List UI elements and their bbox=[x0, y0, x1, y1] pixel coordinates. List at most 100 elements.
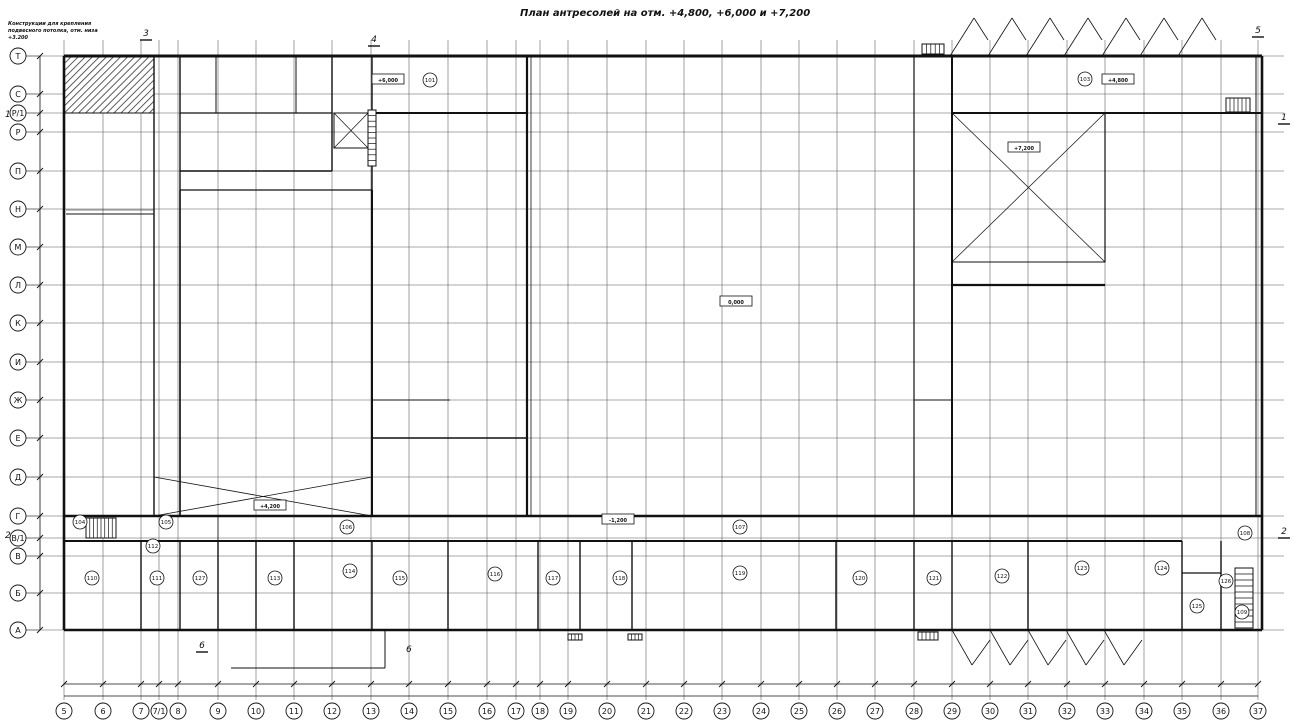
dimension-tick bbox=[1140, 680, 1148, 688]
wall-line bbox=[153, 476, 373, 517]
section-label: 2 bbox=[5, 531, 11, 541]
axis-bubble bbox=[507, 702, 525, 720]
row-axis-marker: Р/1 bbox=[9, 104, 40, 122]
row-axis-label: Г bbox=[16, 512, 21, 521]
row-axis-label: Н bbox=[15, 205, 21, 214]
room-tag-circle bbox=[267, 570, 283, 586]
room-tag-circle bbox=[612, 570, 628, 586]
axis-bubble bbox=[713, 702, 731, 720]
dimension-tick bbox=[1178, 680, 1186, 688]
canopy-rib bbox=[1201, 17, 1217, 41]
row-axis-label: В/1 bbox=[11, 534, 24, 543]
col-axis-marker: 27 bbox=[866, 702, 884, 720]
section-mark: 5 bbox=[1252, 26, 1264, 38]
room-tag-circle bbox=[422, 72, 438, 88]
room-tag: 122 bbox=[994, 568, 1010, 584]
room-tag: 114 bbox=[342, 563, 358, 579]
room-tag: 115 bbox=[392, 570, 408, 586]
col-axis-label: 35 bbox=[1177, 707, 1187, 716]
room-tag: 113 bbox=[267, 570, 283, 586]
col-axis-label: 14 bbox=[404, 707, 414, 716]
col-axis-label: 18 bbox=[535, 707, 545, 716]
room-tag-circle bbox=[192, 570, 208, 586]
dimension-tick bbox=[833, 680, 841, 688]
dimension-tick bbox=[680, 680, 688, 688]
axis-bubble bbox=[752, 702, 770, 720]
col-axis-label: 5 bbox=[61, 707, 66, 716]
room-number: 121 bbox=[929, 576, 940, 582]
axis-bubble bbox=[905, 702, 923, 720]
canopy-rib bbox=[971, 639, 991, 666]
axis-bubble bbox=[169, 702, 187, 720]
col-axis-label: 10 bbox=[251, 707, 261, 716]
hatched-ceiling-area bbox=[63, 55, 155, 114]
room-number: 109 bbox=[1237, 610, 1248, 616]
room-tag: 112 bbox=[145, 538, 161, 554]
axis-bubble bbox=[209, 702, 227, 720]
row-axis-label: Б bbox=[15, 589, 21, 598]
col-axis-label: 23 bbox=[717, 707, 727, 716]
dimension-tick bbox=[1063, 680, 1071, 688]
row-axis-marker: Е bbox=[9, 429, 40, 447]
dimension-tick bbox=[290, 680, 298, 688]
row-axis-marker: Л bbox=[9, 276, 40, 294]
section-label: 2 bbox=[1281, 527, 1287, 537]
col-axis-marker: 33 bbox=[1096, 702, 1114, 720]
canopy-rib bbox=[973, 17, 989, 41]
col-axis-marker: 17 bbox=[507, 702, 525, 720]
col-axis-label: 28 bbox=[909, 707, 919, 716]
room-number: 117 bbox=[548, 576, 559, 582]
axis-bubble bbox=[559, 702, 577, 720]
dimension-tick bbox=[137, 680, 145, 688]
row-axis-marker: К bbox=[9, 314, 40, 332]
dimension-tick bbox=[214, 680, 222, 688]
dimension-tick bbox=[483, 680, 491, 688]
room-number: 123 bbox=[1077, 566, 1088, 572]
room-number: 110 bbox=[87, 576, 98, 582]
room-tag: 107 bbox=[732, 519, 748, 535]
axis-bubble bbox=[981, 702, 999, 720]
row-axis-label: М bbox=[15, 243, 22, 252]
col-axis-label: 11 bbox=[289, 707, 299, 716]
room-number: 101 bbox=[425, 78, 436, 84]
room-tag-circle bbox=[487, 566, 503, 582]
canopy-rib bbox=[1085, 639, 1105, 666]
room-number: 125 bbox=[1192, 604, 1203, 610]
room-tag-circle bbox=[1218, 573, 1234, 589]
col-axis-marker: 22 bbox=[675, 702, 693, 720]
grid-lines bbox=[40, 40, 1284, 700]
dimension-tick bbox=[910, 680, 918, 688]
room-tag-circle bbox=[158, 514, 174, 530]
room-number: 108 bbox=[1240, 531, 1251, 537]
elevation-value: -1,200 bbox=[609, 518, 627, 524]
stair-101 bbox=[367, 109, 377, 167]
canopy-rib bbox=[1009, 639, 1029, 666]
canopy-rib bbox=[1163, 17, 1179, 41]
col-axis-marker: 23 bbox=[713, 702, 731, 720]
axis-bubble bbox=[150, 702, 168, 720]
canopy-rib bbox=[1049, 17, 1065, 41]
room-tag-circle bbox=[72, 514, 88, 530]
dimension-tick bbox=[60, 680, 68, 688]
col-axis-marker: 29 bbox=[943, 702, 961, 720]
axis-bubble bbox=[675, 702, 693, 720]
dimension-tick bbox=[99, 680, 107, 688]
elevation-mark: +6,000 bbox=[371, 73, 405, 85]
row-axis-marker: Б bbox=[9, 584, 40, 602]
row-axis-marker: П bbox=[9, 162, 40, 180]
room-tag: 104 bbox=[72, 514, 88, 530]
room-tag-circle bbox=[342, 563, 358, 579]
elevation-box bbox=[1101, 73, 1135, 85]
col-axis-marker: 36 bbox=[1212, 702, 1230, 720]
dimension-tick bbox=[252, 680, 260, 688]
room-tag-circle bbox=[149, 570, 165, 586]
room-tag: 117 bbox=[545, 570, 561, 586]
col-axis-label: 24 bbox=[756, 707, 766, 716]
col-axis-label: 20 bbox=[602, 707, 612, 716]
section-mark: 1 bbox=[1278, 113, 1290, 125]
elevation-value: +6,000 bbox=[378, 78, 399, 84]
row-axis-marker: Р bbox=[9, 123, 40, 141]
dimension-tick bbox=[871, 680, 879, 688]
